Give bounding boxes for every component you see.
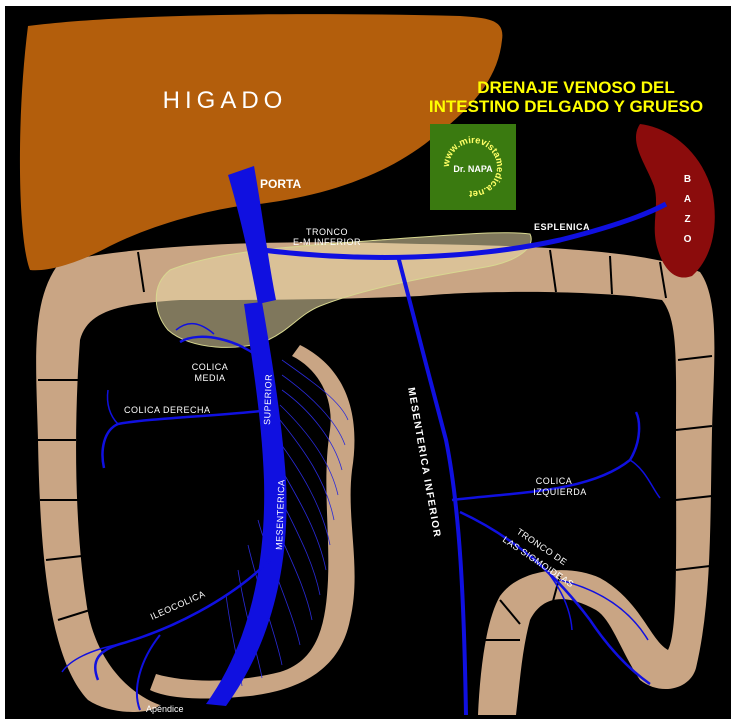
title-line1: DRENAJE VENOSO DEL <box>477 78 674 97</box>
colica-izquierda-label-line1: COLICA <box>536 476 573 486</box>
colica-izquierda-label-line2: IZQUIERDA <box>533 487 587 497</box>
esplenica-label: ESPLENICA <box>534 222 590 232</box>
spleen-letter-z: Z <box>684 214 691 225</box>
liver-label: HIGADO <box>163 87 288 114</box>
badge-author: Dr. NAPA <box>453 164 493 174</box>
spleen-letter-o: O <box>684 234 693 245</box>
tronco-em-label-line2: E-M INFERIOR <box>293 237 361 247</box>
colica-media-label-line2: MEDIA <box>194 373 225 383</box>
spleen-letter-b: B <box>684 174 692 185</box>
site-badge: www.mirevistamedica.net Dr. NAPA <box>430 124 516 210</box>
spleen-letter-a: A <box>684 194 692 205</box>
porta-label: PORTA <box>260 177 301 191</box>
apendice-label: Apéndice <box>146 704 184 714</box>
colica-derecha-label: COLICA DERECHA <box>124 405 211 415</box>
superior-label: SUPERIOR <box>262 374 274 425</box>
tronco-em-label-line1: TRONCO <box>306 227 348 237</box>
title-line2: INTESTINO DELGADO Y GRUESO <box>429 97 703 116</box>
colica-media-label-line1: COLICA <box>192 362 229 372</box>
